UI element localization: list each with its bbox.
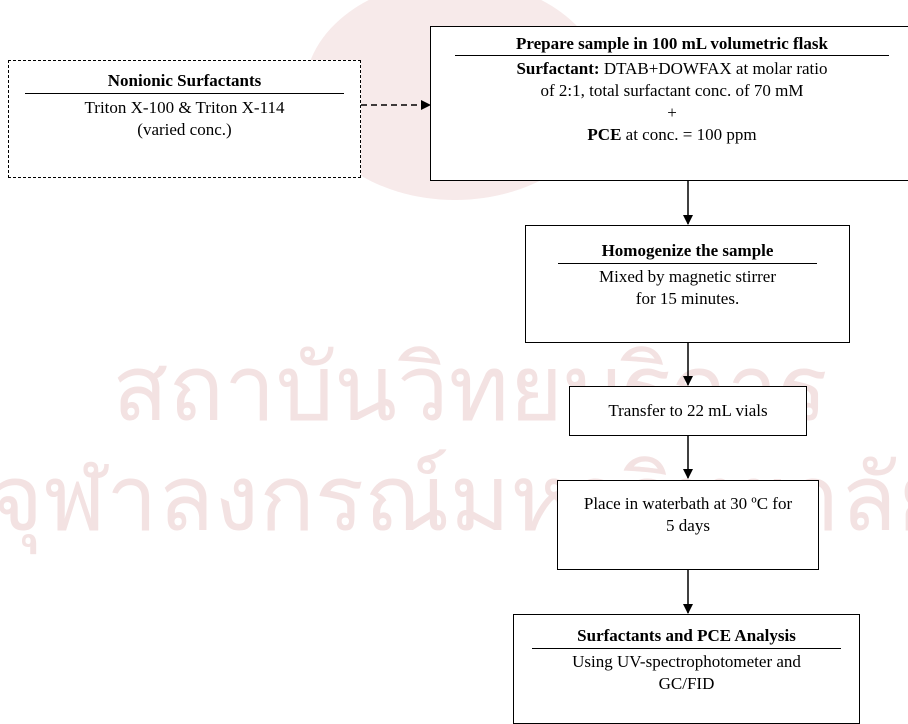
nonionic-line-2: (varied conc.) bbox=[137, 120, 232, 139]
waterbath-box: Place in waterbath at 30 ºC for 5 days bbox=[557, 480, 819, 570]
homogenize-title: Homogenize the sample bbox=[558, 240, 817, 264]
analysis-box: Surfactants and PCE Analysis Using UV-sp… bbox=[513, 614, 860, 724]
prepare-title: Prepare sample in 100 mL volumetric flas… bbox=[455, 33, 889, 56]
prepare-pce-line: PCE at conc. = 100 ppm bbox=[431, 124, 908, 146]
nonionic-title: Nonionic Surfactants bbox=[25, 70, 344, 94]
transfer-text: Transfer to 22 mL vials bbox=[608, 401, 768, 420]
surfactant-label: Surfactant: bbox=[516, 59, 600, 78]
analysis-title: Surfactants and PCE Analysis bbox=[532, 625, 841, 649]
pce-text: at conc. = 100 ppm bbox=[625, 125, 757, 144]
waterbath-line-2: 5 days bbox=[666, 516, 710, 535]
nonionic-line-1: Triton X-100 & Triton X-114 bbox=[84, 98, 285, 117]
transfer-box: Transfer to 22 mL vials bbox=[569, 386, 807, 436]
surfactant-text: DTAB+DOWFAX at molar ratio bbox=[603, 59, 828, 78]
pce-label: PCE bbox=[587, 125, 622, 144]
prepare-plus: + bbox=[667, 103, 677, 122]
prepare-surfactant-line: Surfactant: DTAB+DOWFAX at molar ratio bbox=[431, 58, 908, 80]
waterbath-line-1: Place in waterbath at 30 ºC for bbox=[583, 494, 793, 513]
homogenize-box: Homogenize the sample Mixed by magnetic … bbox=[525, 225, 850, 343]
homogenize-line-2: for 15 minutes. bbox=[635, 289, 740, 308]
homogenize-line-1: Mixed by magnetic stirrer bbox=[598, 267, 777, 286]
prepare-ratio-line: of 2:1, total surfactant conc. of 70 mM bbox=[540, 81, 804, 100]
flow-connectors bbox=[361, 100, 693, 614]
analysis-line-1: Using UV-spectrophotometer and bbox=[572, 652, 801, 671]
analysis-line-2: GC/FID bbox=[658, 674, 715, 693]
nonionic-surfactants-box: Nonionic Surfactants Triton X-100 & Trit… bbox=[8, 60, 361, 178]
prepare-sample-box: Prepare sample in 100 mL volumetric flas… bbox=[430, 26, 908, 181]
